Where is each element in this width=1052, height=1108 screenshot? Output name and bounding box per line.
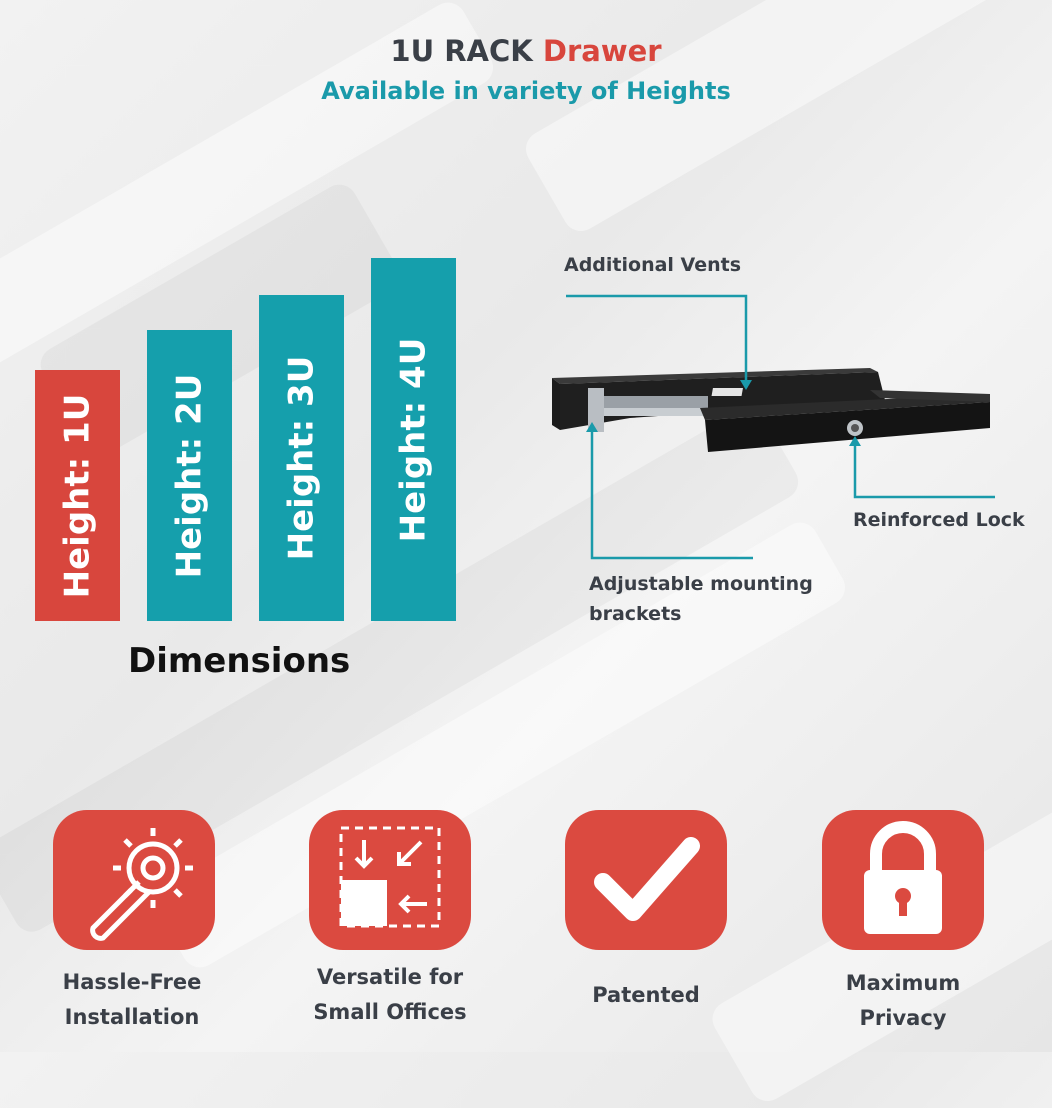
padlock-icon: [864, 821, 942, 934]
callout-brackets-line2: brackets: [589, 603, 682, 625]
height-bar-2u: Height: 2U: [147, 330, 232, 621]
height-bar-4u: Height: 4U: [371, 258, 456, 621]
feature-label-privacy: Maximum Privacy: [793, 966, 1013, 1036]
feature-label-patented: Patented: [536, 978, 756, 1013]
dimensions-caption: Dimensions: [128, 641, 351, 681]
callout-brackets: Adjustable mounting brackets: [589, 569, 813, 629]
feature-line1: Hassle-Free: [62, 970, 202, 994]
title-accent: Drawer: [542, 34, 662, 68]
feature-line1: Versatile for: [316, 965, 464, 989]
callout-vents: Additional Vents: [564, 254, 742, 276]
feature-label-versatile: Versatile for Small Offices: [280, 960, 500, 1030]
callout-lock: Reinforced Lock: [853, 509, 1025, 531]
wrench-gear-icon: [90, 828, 193, 941]
callout-brackets-line1: Adjustable mounting: [589, 573, 813, 595]
resize-arrows-icon: [339, 826, 441, 928]
feature-line2: Small Offices: [313, 1000, 467, 1024]
feature-label-installation: Hassle-Free Installation: [22, 965, 242, 1035]
height-bar-label: Height: 1U: [57, 393, 98, 598]
height-bar-label: Height: 2U: [169, 373, 210, 578]
height-bar-label: Height: 3U: [281, 355, 322, 561]
feature-line1: Maximum: [845, 971, 961, 995]
feature-line2: Installation: [64, 1005, 200, 1029]
feature-line2: Privacy: [859, 1006, 947, 1030]
feature-versatile: [309, 810, 471, 950]
title-prefix: 1U RACK: [390, 34, 533, 68]
height-bar-3u: Height: 3U: [259, 295, 344, 621]
page-title: 1U RACK Drawer: [0, 34, 1052, 68]
feature-installation: [53, 810, 215, 950]
feature-line1: Patented: [592, 983, 700, 1007]
feature-privacy: [822, 810, 984, 950]
height-bar-1u: Height: 1U: [35, 370, 120, 621]
height-bar-label: Height: 4U: [393, 337, 434, 542]
checkmark-icon: [594, 837, 700, 921]
page-subtitle: Available in variety of Heights: [321, 77, 731, 105]
feature-patented: [565, 810, 727, 950]
rack-drawer-image: [552, 294, 995, 560]
